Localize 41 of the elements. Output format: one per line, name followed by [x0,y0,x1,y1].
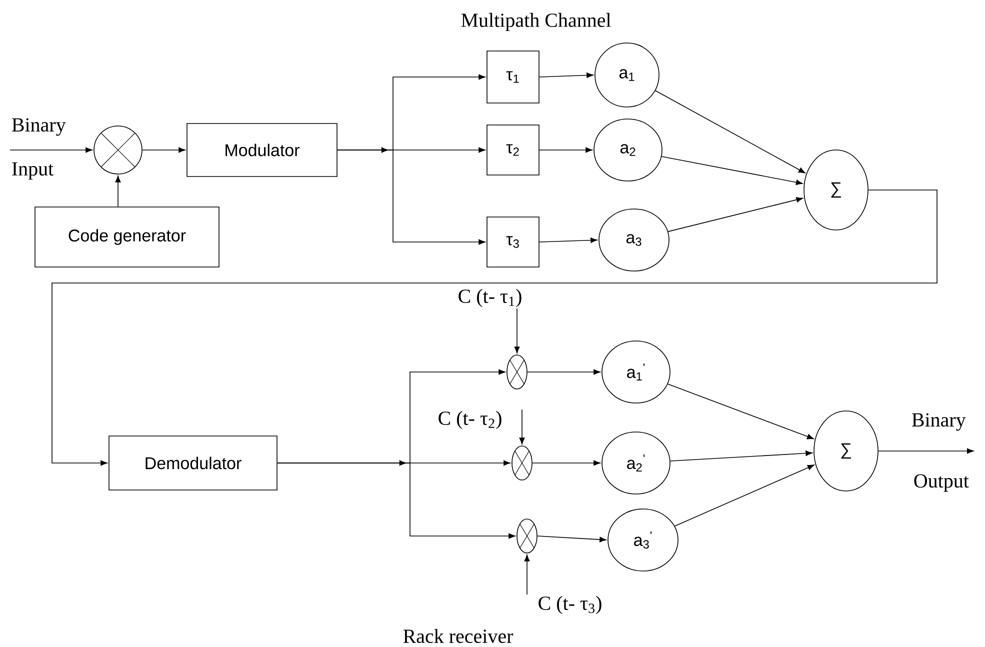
process-box: Code generator [34,206,220,268]
connector-line [52,190,938,466]
input-label: Binary [12,118,66,136]
output-label: Binary [912,413,966,431]
delay-box: τ$_{3}$ [486,216,540,268]
arrow [524,554,530,595]
arrow [539,72,594,78]
multiplier-symbol [506,354,528,390]
multiplier-symbol [94,126,142,174]
arrow [661,156,803,186]
arrow [142,147,186,153]
multiplier-symbol [516,518,538,554]
signal-label: C (t- τ$_{3}$) [538,596,602,614]
arrow [670,450,812,462]
arrow [655,90,806,174]
arrow [277,462,516,539]
multiplier-symbol [512,446,532,480]
arrow [337,150,486,245]
arrow [668,197,804,232]
arrow [537,536,606,542]
arrow [878,448,974,454]
arrow [519,409,525,444]
arrow [514,308,520,354]
arrow [667,384,814,440]
arrow [10,147,92,153]
caption-label: Rack receiver [403,628,514,644]
arrow [539,238,598,243]
arrow [527,369,600,375]
signal-label: C (t- τ$_{2}$) [438,410,502,430]
arrow [532,460,600,466]
arrow [674,464,814,526]
delay-box: τ$_{1}$ [486,50,540,104]
output-label: Output [914,474,969,492]
arrow [115,176,121,207]
delay-box: τ$_{2}$ [486,124,540,176]
arrow [539,147,592,153]
process-box: Demodulator [108,436,278,490]
signal-label: C (t- τ$_{1}$) [458,288,522,308]
process-box: Modulator [186,123,338,177]
heading-label: Multipath Channel [461,12,611,32]
input-label: Input [12,162,54,180]
